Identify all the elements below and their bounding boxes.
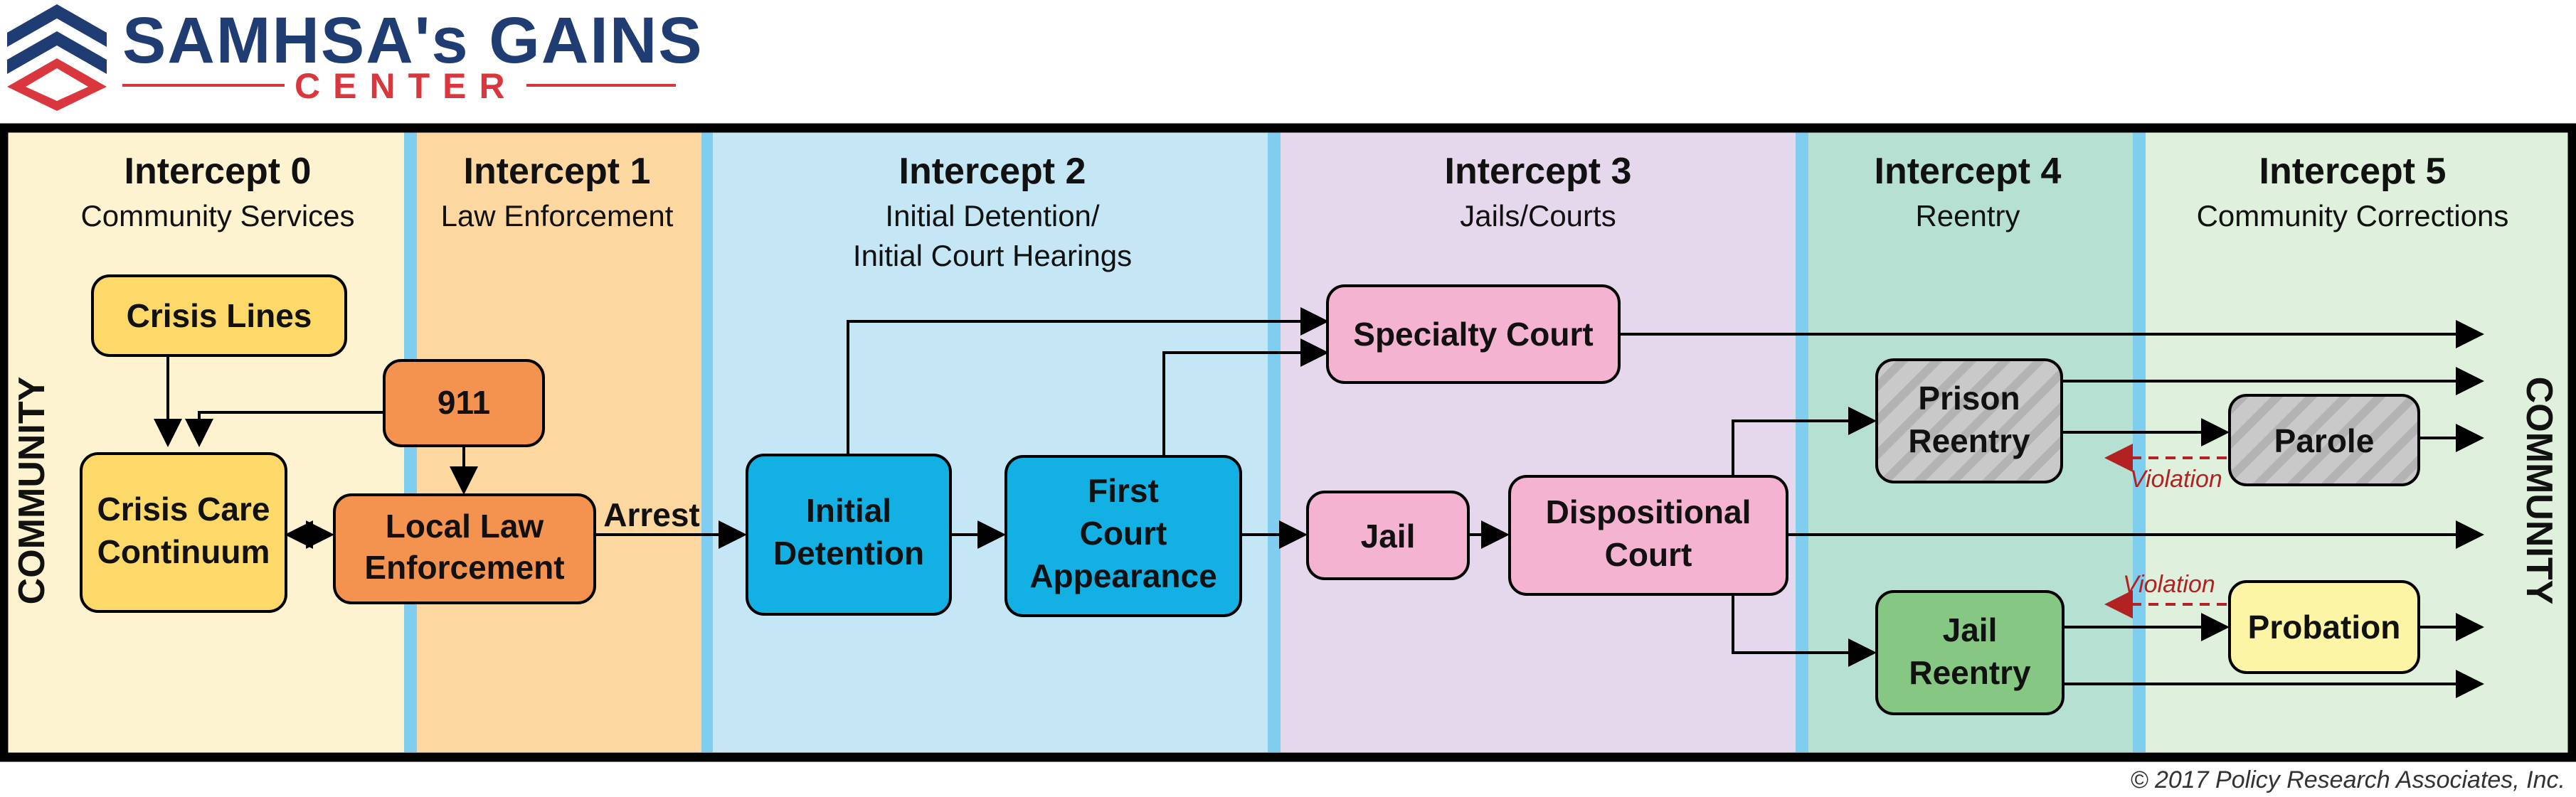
diagram-frame [0, 123, 2576, 762]
band-intercept-2 [713, 132, 1268, 752]
prison-reentry-label-1: Prison [1918, 380, 2020, 417]
dispositional-court-label-2: Court [1605, 536, 1692, 573]
first-court-appearance-box: First Court Appearance [1005, 455, 1242, 617]
prison-reentry-label-2: Reentry [1908, 422, 2030, 459]
connectors [154, 307, 2484, 698]
crisis-care-label-1: Crisis Care [97, 491, 270, 528]
crisis-care-continuum-box: Crisis Care Continuum [80, 452, 287, 613]
first-court-label-1: First [1088, 472, 1159, 509]
intercept-1-title: Intercept 1 [464, 151, 651, 192]
band-intercept-3 [1281, 132, 1796, 752]
local-law-label-2: Enforcement [364, 549, 564, 586]
local-law-enforcement-box: Local Law Enforcement [333, 493, 596, 604]
specialty-court-label: Specialty Court [1353, 316, 1593, 353]
arrest-label: Arrest [603, 496, 700, 533]
first-court-label-2: Court [1080, 515, 1167, 552]
initial-detention-label-1: Initial [806, 492, 891, 529]
intercept-5-title: Intercept 5 [2259, 151, 2447, 192]
crisis-care-label-2: Continuum [97, 533, 270, 570]
intercept-3-title: Intercept 3 [1445, 151, 1632, 192]
jail-box: Jail [1306, 491, 1470, 580]
intercept-1-subtitle: Law Enforcement [441, 199, 674, 232]
first-court-label-3: Appearance [1029, 557, 1217, 594]
community-left-label: COMMUNITY [11, 377, 53, 605]
logo-sub: CENTER [295, 66, 518, 106]
violation-arrows [2104, 444, 2227, 619]
parole-box: Parole [2228, 394, 2420, 486]
intercept-2-subtitle: Initial Detention/ [885, 199, 1100, 232]
intercept-4-title: Intercept 4 [1875, 151, 2062, 192]
nine-one-one-box: 911 [383, 359, 545, 447]
jail-reentry-box: Jail Reentry [1875, 590, 2064, 715]
parole-label: Parole [2274, 422, 2375, 459]
nine-one-one-label: 911 [438, 384, 490, 421]
copyright-notice: © 2017 Policy Research Associates, Inc. [2130, 766, 2565, 793]
jail-reentry-label-2: Reentry [1909, 654, 2031, 691]
intercept-2-subtitle-2: Initial Court Hearings [853, 239, 1132, 272]
initial-detention-label-2: Detention [773, 535, 924, 572]
crisis-lines-label: Crisis Lines [127, 297, 312, 334]
intercept-2-title: Intercept 2 [899, 151, 1086, 192]
jail-label: Jail [1361, 518, 1416, 555]
community-right-label: COMMUNITY [2518, 377, 2560, 605]
initial-detention-box: Initial Detention [746, 454, 952, 616]
local-law-label-1: Local Law [386, 508, 544, 545]
violation-label-probation: Violation [2123, 571, 2215, 598]
intercept-3-subtitle: Jails/Courts [1460, 199, 1616, 232]
probation-box: Probation [2228, 580, 2420, 674]
intercept-0-title: Intercept 0 [124, 151, 312, 192]
specialty-court-box: Specialty Court [1326, 284, 1621, 384]
intercept-0-subtitle: Community Services [80, 199, 354, 232]
intercept-5-subtitle: Community Corrections [2197, 199, 2509, 232]
probation-label: Probation [2248, 609, 2401, 646]
dispositional-court-label-1: Dispositional [1546, 493, 1751, 530]
crisis-lines-box: Crisis Lines [91, 274, 347, 357]
prison-reentry-box: Prison Reentry [1875, 358, 2063, 483]
gains-center-logo: SAMHSA's GAINS CENTER [7, 4, 704, 111]
logo-name: SAMHSA's GAINS [122, 4, 704, 77]
violation-label-parole: Violation [2130, 466, 2222, 493]
intercept-4-subtitle: Reentry [1915, 199, 2020, 232]
intercept-headers: Intercept 0 Community Services Intercept… [80, 151, 2508, 272]
dispositional-court-box: Dispositional Court [1508, 475, 1788, 596]
jail-reentry-label-1: Jail [1943, 611, 1998, 648]
